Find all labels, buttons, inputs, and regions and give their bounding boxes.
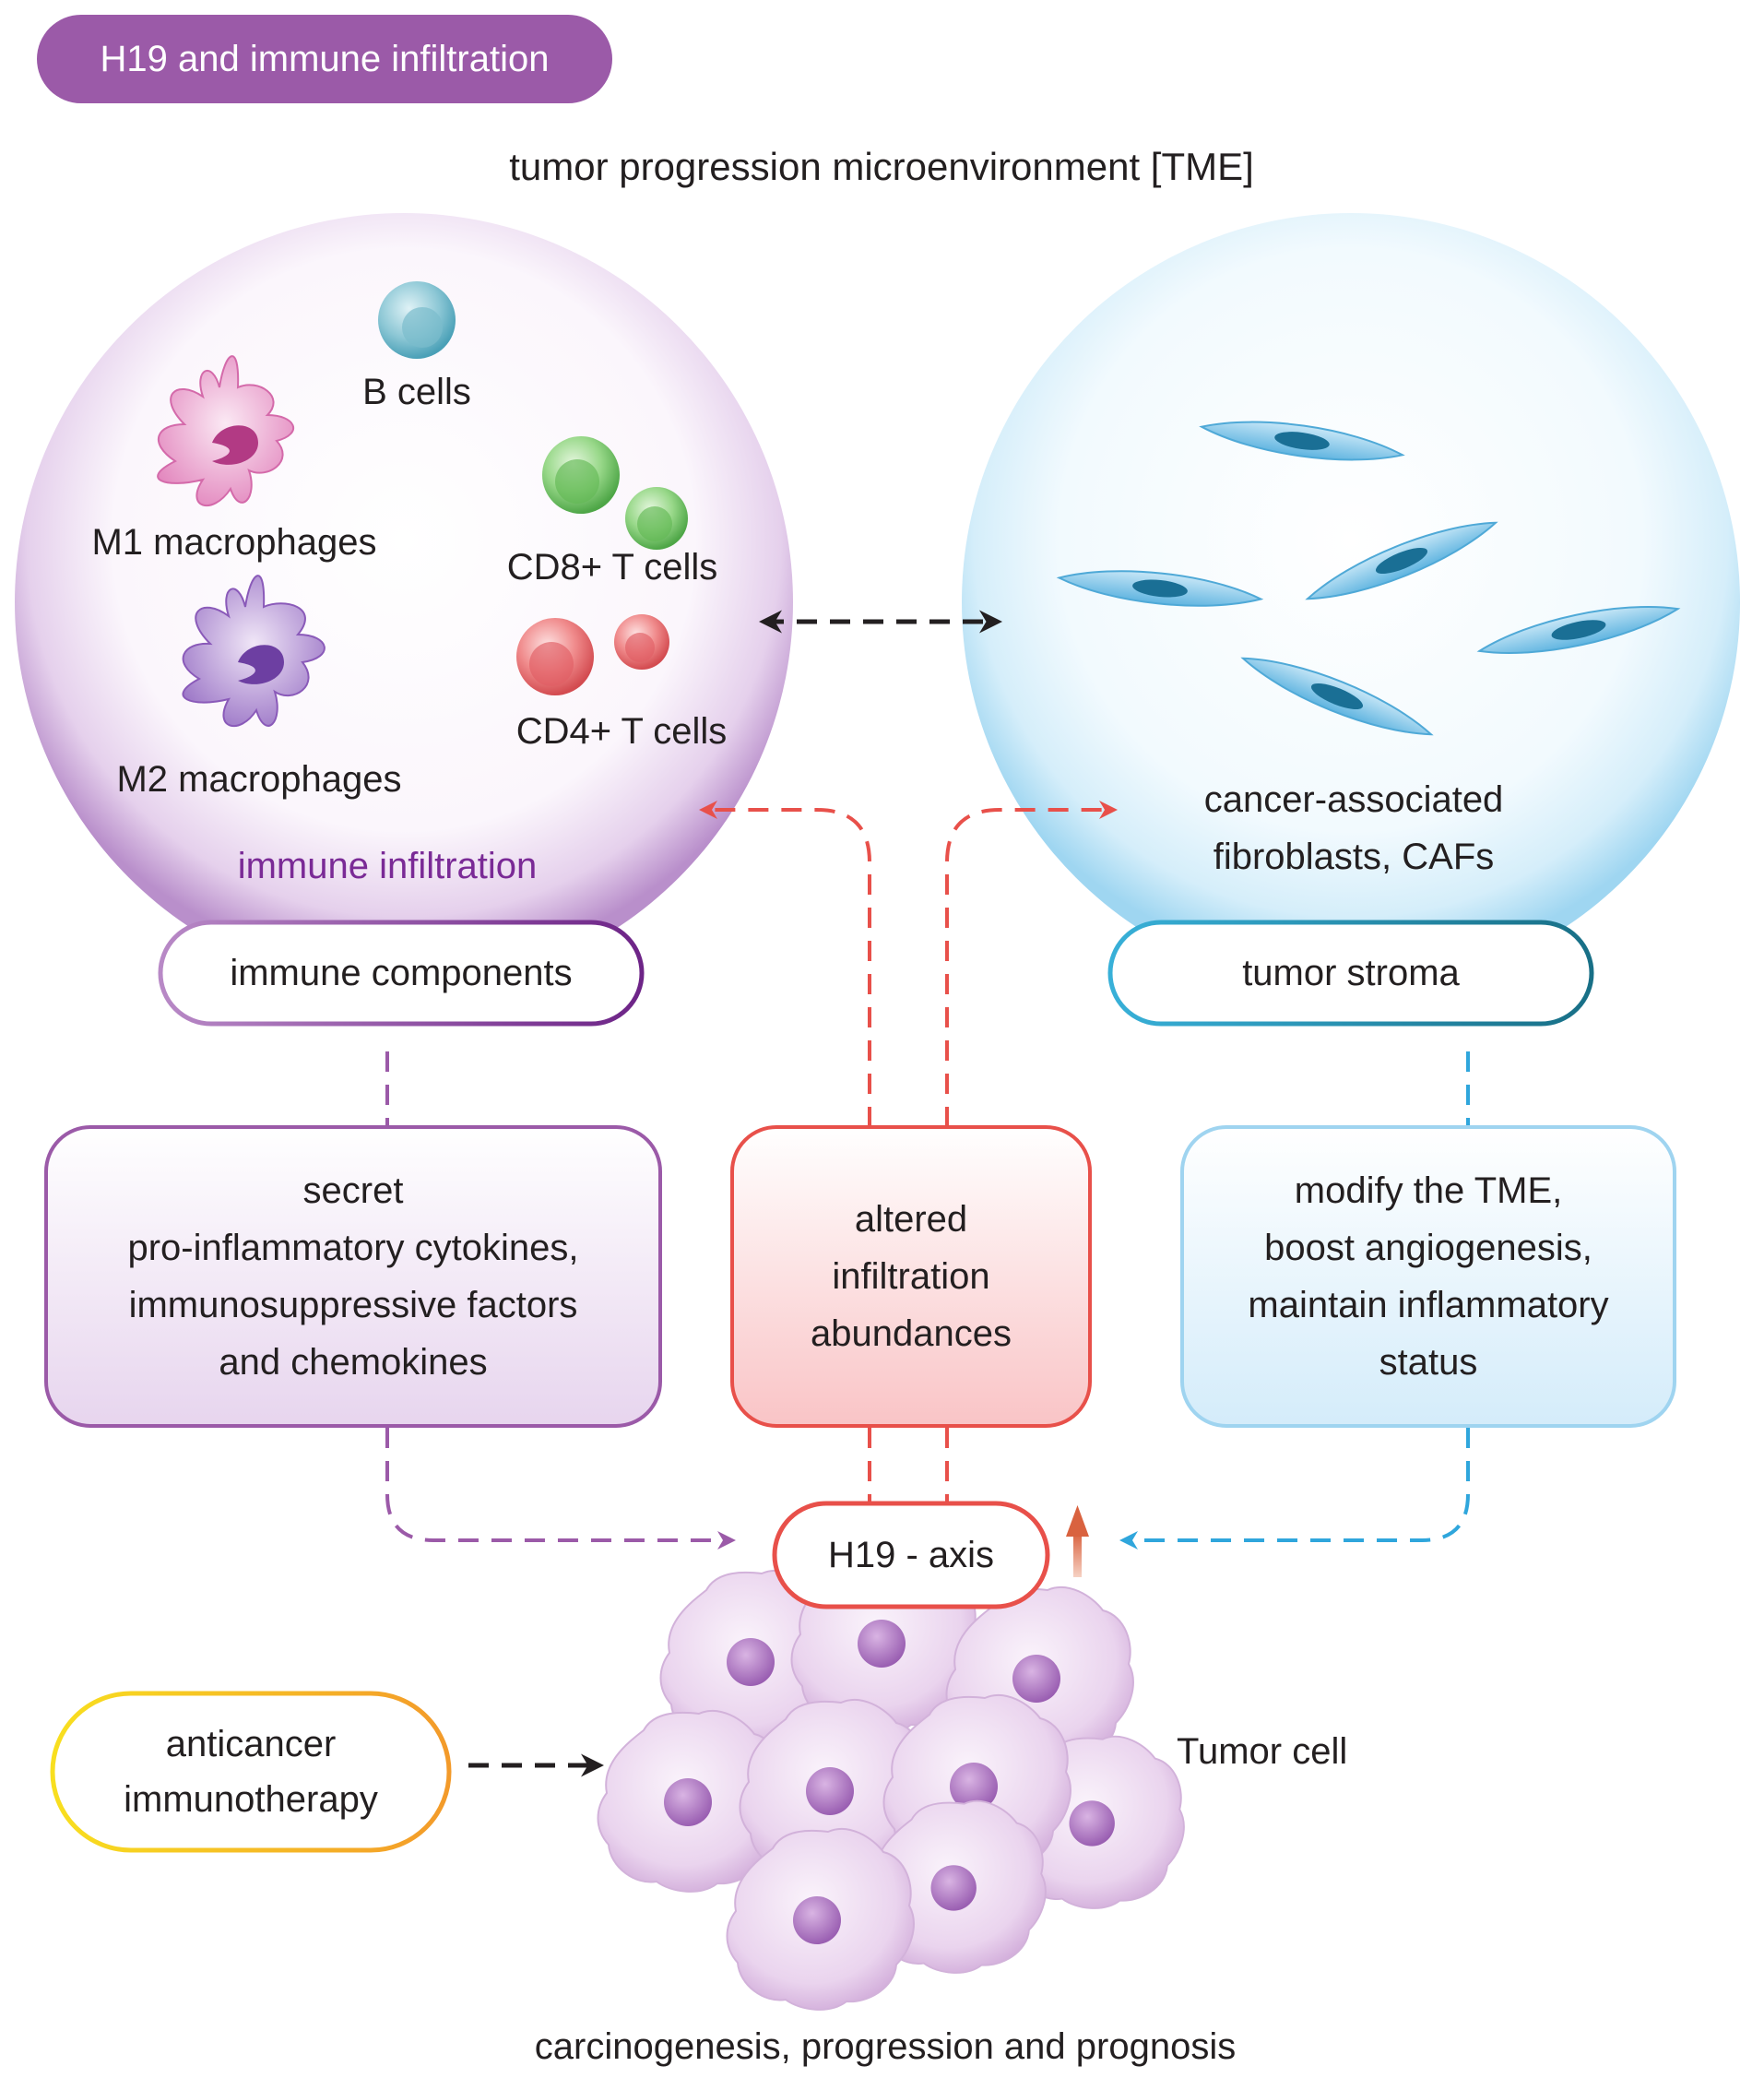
tme-heading: tumor progression microenvironment [TME] (509, 145, 1254, 188)
m1-macrophage-icon (157, 355, 295, 506)
center-box-bg (730, 1125, 1092, 1428)
stroma-pill-bg (1107, 920, 1594, 1027)
outcome-caption: carcinogenesis, progression and prognosi… (534, 2026, 1237, 2067)
title-badge-text: H19 and immune infiltration (100, 38, 550, 79)
right-box-bg (1180, 1125, 1676, 1428)
therapy-line: immunotherapy (124, 1779, 378, 1820)
therapy-line: anticancer (165, 1724, 337, 1764)
immune-infiltration-caption: immune infiltration (237, 846, 538, 886)
caf-caption-line2: fibroblasts, CAFs (1213, 837, 1495, 877)
cd4-t-cells-label: CD4+ T cells (515, 711, 728, 752)
h19-pill-bg (772, 1501, 1050, 1609)
therapy-pill-bg (50, 1691, 452, 1853)
title-badge: H19 and immune infiltration (37, 15, 612, 103)
anticancer-immunotherapy-pill: anticancer immunotherapy (53, 1693, 449, 1850)
red-arrow-right (945, 801, 1118, 1127)
b-cell-icon (378, 281, 456, 359)
b-cells-label: B cells (362, 372, 471, 412)
immune-components-text: immune components (230, 952, 573, 993)
altered-infiltration-line: infiltration (832, 1256, 990, 1297)
tumor-stroma-text: tumor stroma (1242, 952, 1460, 993)
immune-effects-box: secret pro-inflammatory cytokines, immun… (46, 1127, 660, 1426)
red-arrow-left (699, 801, 871, 1127)
h19-axis-pill: H19 - axis (775, 1503, 1048, 1607)
cd8-t-cells-label: CD8+ T cells (506, 547, 718, 588)
tumor-cell-icon (597, 1550, 1185, 2011)
stroma-effects-line: status (1379, 1342, 1478, 1383)
stroma-effects-box: modify the TME, boost angiogenesis, main… (1182, 1127, 1675, 1426)
cd4-t-cell-icon (516, 614, 669, 695)
m2-macrophage-icon (182, 575, 326, 727)
m2-macrophages-label: M2 macrophages (116, 759, 402, 800)
up-arrow-icon (1066, 1505, 1089, 1577)
tumor-stroma-pill: tumor stroma (1110, 922, 1592, 1024)
altered-infiltration-box: altered infiltration abundances (732, 1127, 1090, 1426)
altered-infiltration-line: altered (854, 1199, 968, 1240)
altered-infiltration-line: abundances (811, 1313, 1012, 1354)
left-box-bg (44, 1125, 662, 1428)
immune-components-pill: immune components (160, 922, 642, 1024)
immune-pill-bg (158, 920, 645, 1027)
cd8-t-cell-icon (542, 436, 688, 550)
stroma-effects-line: modify the TME, (1294, 1170, 1563, 1211)
m1-macrophages-label: M1 macrophages (91, 522, 377, 563)
stroma-effects-line: boost angiogenesis, (1264, 1228, 1592, 1268)
stroma-sphere (962, 213, 1740, 992)
purple-arrow (385, 1428, 736, 1550)
stroma-effects-line: maintain inflammatory (1248, 1285, 1609, 1325)
immune-effects-line: secret (302, 1170, 404, 1211)
tumor-cell-label: Tumor cell (1177, 1731, 1348, 1772)
immune-effects-line: immunosuppressive factors (128, 1285, 578, 1325)
caf-caption-line1: cancer-associated (1203, 779, 1504, 820)
immune-effects-line: and chemokines (219, 1342, 488, 1383)
h19-axis-text: H19 - axis (827, 1534, 995, 1575)
immune-effects-line: pro-inflammatory cytokines, (127, 1228, 579, 1268)
blue-arrow (1119, 1428, 1470, 1550)
